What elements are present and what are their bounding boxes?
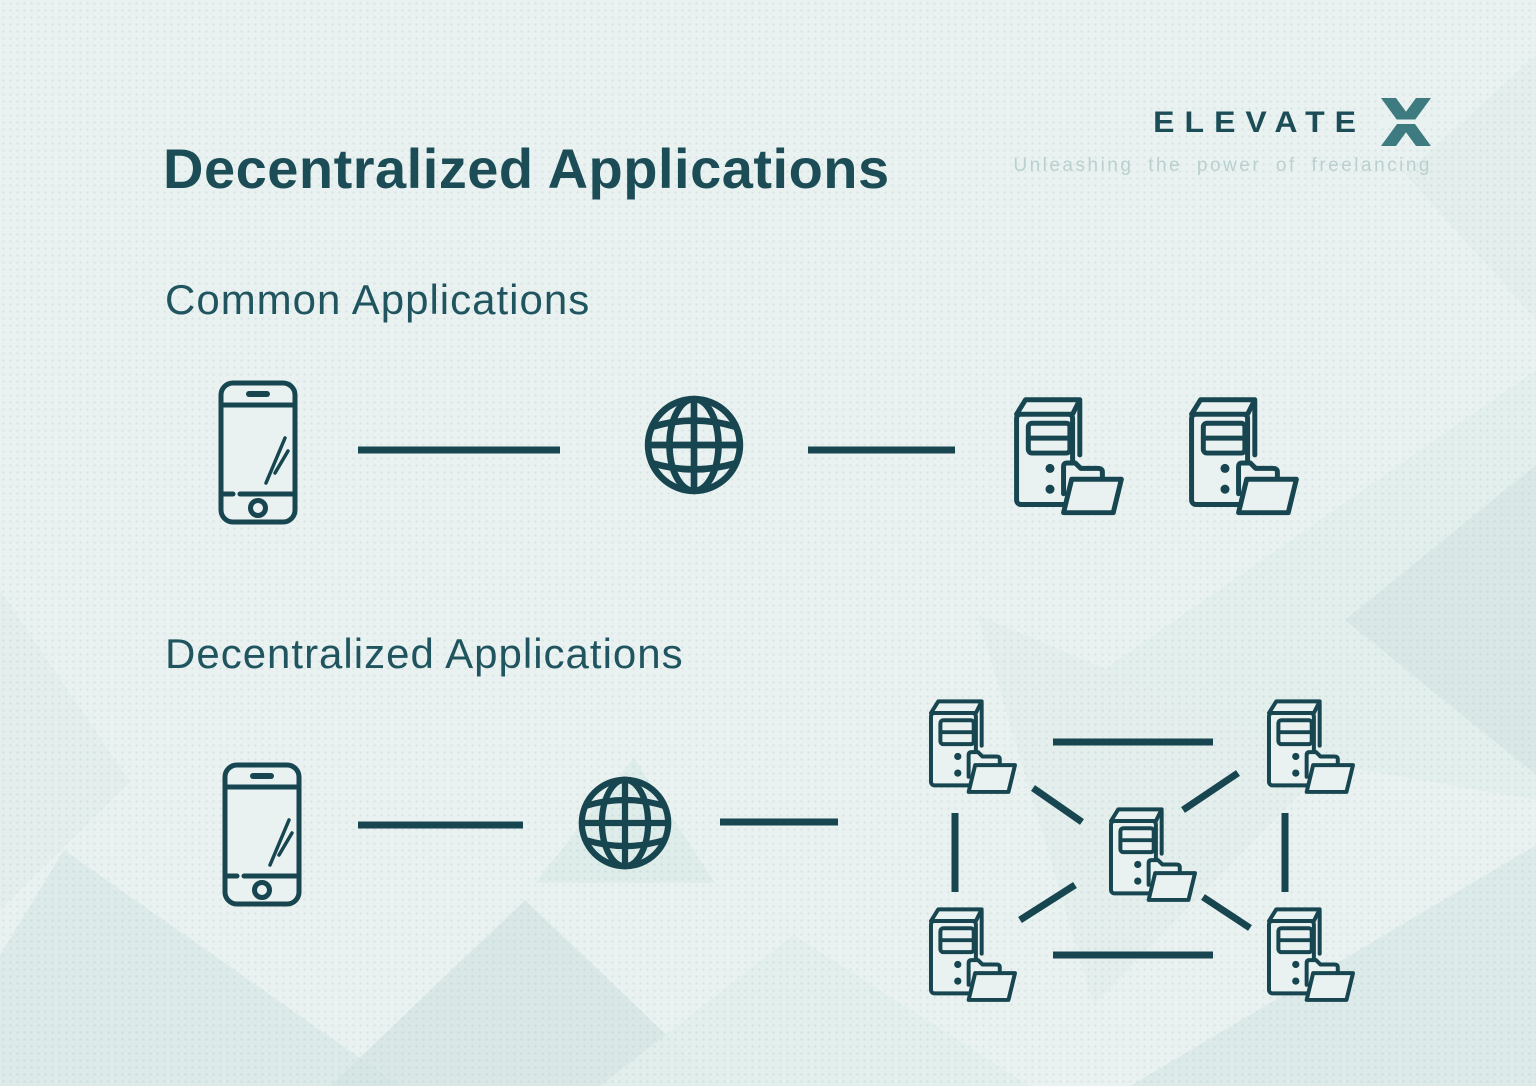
server-folder-icon — [1108, 807, 1197, 902]
server-folder-icon — [1017, 400, 1122, 513]
section-heading-decentralized: Decentralized Applications — [165, 630, 684, 677]
decentralized-applications-diagram — [160, 699, 1355, 1002]
server-folder-icon — [928, 907, 1017, 1002]
server-folder-icon — [1266, 699, 1355, 794]
logo-x-icon — [1380, 98, 1432, 146]
globe-icon — [582, 780, 668, 866]
logo-wordmark: ELEVATE — [1153, 105, 1366, 139]
smartphone-icon — [225, 765, 299, 904]
server-folder-icon — [1192, 400, 1297, 513]
elevatex-logo: ELEVATE Unleashing the power of freelanc… — [1013, 98, 1432, 177]
mesh-line-bottomleft-center — [1018, 882, 1077, 923]
server-folder-icon — [928, 699, 1017, 794]
section-heading-common: Common Applications — [165, 276, 591, 323]
common-applications-diagram — [160, 370, 1370, 540]
background-triangle — [1405, 55, 1536, 320]
mesh-line-topright-center — [1181, 770, 1240, 813]
mesh-line-topleft-center — [1031, 785, 1084, 825]
background-triangle — [0, 590, 130, 910]
mesh-line-bottomright-center — [1201, 894, 1252, 931]
globe-icon — [648, 399, 740, 491]
logo-tagline: Unleashing the power of freelancing — [1013, 155, 1432, 176]
smartphone-icon — [221, 383, 295, 522]
server-folder-icon — [1266, 907, 1355, 1002]
page-title: Decentralized Applications — [163, 137, 890, 200]
